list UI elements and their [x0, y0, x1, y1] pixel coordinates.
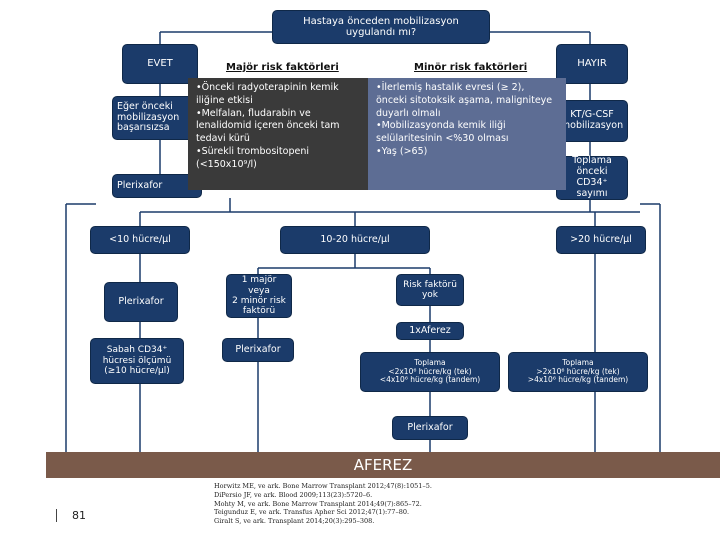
toplama-high-box: Toplama >2x10⁶ hücre/kg (tek) >4x10⁶ hüc… [508, 352, 648, 392]
morning-cd34-box: Sabah CD34⁺ hücresi ölçümü (≥10 hücre/µl… [90, 338, 184, 384]
page-separator [56, 509, 57, 522]
branch-high-box: >20 hücre/µl [556, 226, 646, 254]
question-box: Hastaya önceden mobilizasyon uygulandı m… [272, 10, 490, 44]
major-risk-item: •Sürekli trombositopeni (<150x10⁹/l) [196, 146, 309, 170]
references: Horwitz ME, ve ark. Bone Marrow Transpla… [214, 482, 432, 526]
toplama-low-box: Toplama <2x10⁶ hücre/kg (tek) <4x10⁶ hüc… [360, 352, 500, 392]
one-x-aferez-box: 1xAferez [396, 322, 464, 340]
minor-risk-item: •İlerlemiş hastalık evresi (≥ 2), önceki… [376, 82, 553, 119]
plerixafor-bottom-box: Plerixafor [392, 416, 468, 440]
reference-item: Giralt S, ve ark. Transplant 2014;20(3):… [214, 517, 375, 526]
plerixafor-low-box: Plerixafor [104, 282, 178, 322]
major-risk-item: •Melfalan, fludarabin ve lenalidomid içe… [196, 107, 340, 145]
aferez-bar: AFEREZ [46, 452, 720, 478]
reference-item: Mohty M, ve ark. Bone Marrow Transplant … [214, 499, 422, 508]
reference-item: Teigunduz E, ve ark. Transfus Apher Sci … [214, 508, 410, 517]
prior-mobilization-failed-box: Eğer önceki mobilizasyon başarısızsa [112, 96, 202, 140]
page-number: 81 [72, 509, 86, 522]
plerixafor-mid-box: Plerixafor [222, 338, 294, 362]
major-minor-risk-box: 1 majör veya 2 minör risk faktörü [226, 274, 292, 318]
no-risk-box: Risk faktörü yok [396, 274, 464, 306]
minor-risk-item: •Yaş (>65) [376, 146, 428, 158]
toplama-cd34-box: Toplama önceki CD34⁺ sayımı [556, 155, 628, 200]
major-risk-item: •Önceki radyoterapinin kemik iliğine etk… [196, 82, 339, 106]
minor-risk-title: Minör risk faktörleri [414, 62, 528, 73]
reference-item: Horwitz ME, ve ark. Bone Marrow Transpla… [214, 482, 432, 490]
branch-low-box: <10 hücre/µl [90, 226, 190, 254]
yes-box: EVET [122, 44, 198, 84]
branch-mid-box: 10-20 hücre/µl [280, 226, 430, 254]
minor-risk-item: •Mobilizasyonda kemik iliği selülaritesi… [376, 120, 509, 145]
major-risk-panel: •Önceki radyoterapinin kemik iliğine etk… [188, 78, 368, 190]
no-box: HAYIR [556, 44, 628, 84]
ct-gcsf-mobilization-box: KT/G-CSF mobilizasyon [556, 100, 628, 142]
major-risk-title: Majör risk faktörleri [226, 62, 339, 73]
minor-risk-panel: •İlerlemiş hastalık evresi (≥ 2), önceki… [368, 78, 566, 190]
plerixafor-yes-box: Plerixafor [112, 174, 202, 198]
reference-item: DiPersio JF, ve ark. Blood 2009;113(23):… [214, 490, 373, 499]
